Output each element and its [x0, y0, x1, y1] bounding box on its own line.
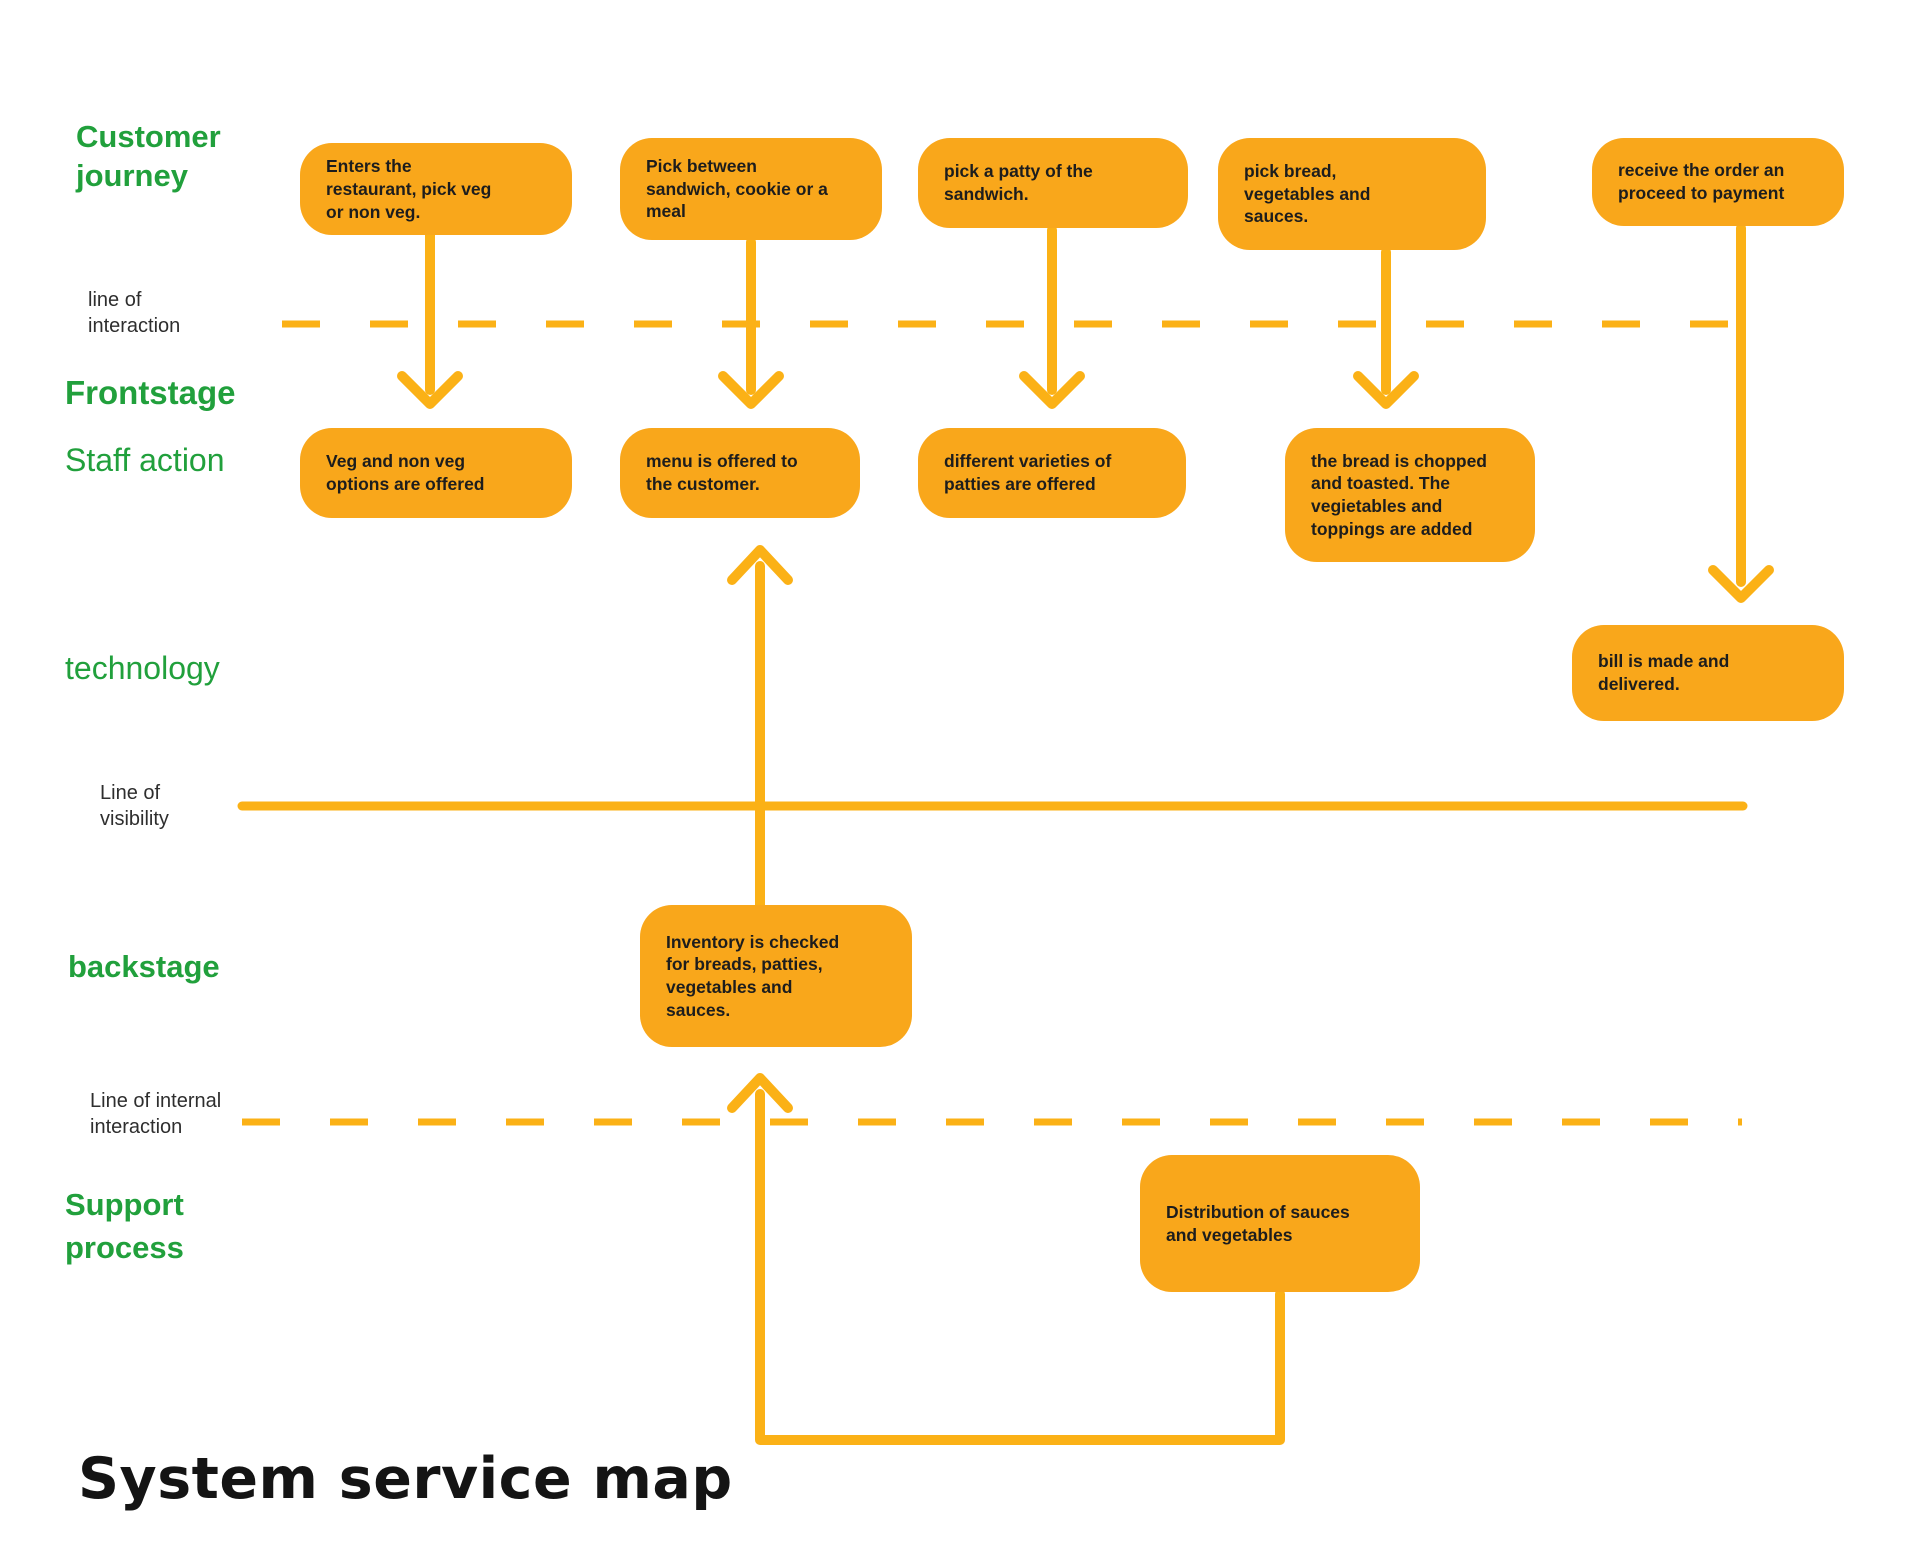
line-label-internal-interaction: Line of internal interaction	[90, 1090, 222, 1139]
arrow-journey1-to-staff1	[397, 228, 463, 409]
stage-label-customer-journey: Customer journey	[76, 119, 221, 193]
arrow-journey3-to-staff3	[1019, 225, 1085, 409]
staff-box-veg-options: Veg and non veg options are offered	[300, 428, 572, 518]
stage-label-backstage: backstage	[68, 949, 220, 984]
stage-label-frontstage: Frontstage	[65, 374, 236, 411]
staff-box-menu-offered: menu is offered to the customer.	[620, 428, 860, 518]
journey-box-enter-restaurant: Enters the restaurant, pick veg or non v…	[300, 143, 572, 236]
arrow-journey4-to-staff4	[1353, 247, 1419, 409]
staff-box-bread-chopped: the bread is chopped and toasted. The ve…	[1285, 428, 1535, 562]
stage-label-technology: technology	[65, 650, 220, 686]
backstage-box-inventory: Inventory is checked for breads, patties…	[640, 905, 912, 1047]
journey-box-pick-patty: pick a patty of the sandwich.	[918, 138, 1188, 228]
journey-box-pick-between: Pick between sandwich, cookie or a meal	[620, 138, 882, 240]
arrow-inventory-to-menu	[727, 545, 793, 910]
support-box-distribution: Distribution of sauces and vegetables	[1140, 1155, 1420, 1292]
arrow-distribution-to-inventory	[727, 1073, 1285, 1445]
line-label-visibility: Line of visibility	[100, 782, 169, 831]
technology-box-bill: bill is made and delivered.	[1572, 625, 1844, 721]
stage-label-staff-action: Staff action	[65, 442, 225, 478]
journey-box-receive-order: receive the order an proceed to payment	[1592, 138, 1844, 226]
stage-label-support-process: Support process	[65, 1187, 184, 1266]
arrow-journey5-to-bill	[1708, 223, 1774, 603]
arrow-journey2-to-staff2	[718, 237, 784, 409]
line-label-interaction: line of interaction	[88, 289, 181, 338]
journey-box-pick-bread: pick bread, vegetables and sauces.	[1218, 138, 1486, 250]
page-title: System service map	[78, 1446, 733, 1512]
staff-box-patty-varieties: different varieties of patties are offer…	[918, 428, 1186, 518]
